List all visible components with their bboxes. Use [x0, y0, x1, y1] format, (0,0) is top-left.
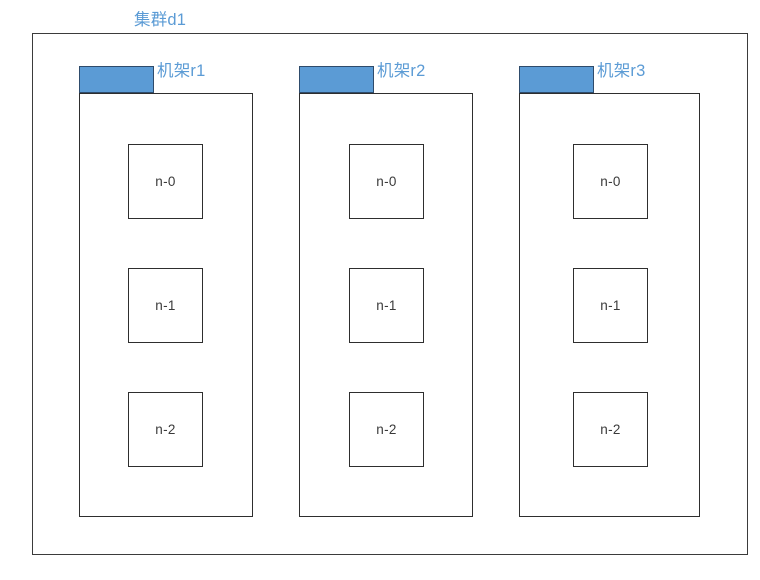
node-box-r1-n2[interactable]: n-2: [128, 392, 203, 467]
cluster-label: 集群d1: [134, 11, 187, 29]
node-box-r2-n0[interactable]: n-0: [349, 144, 424, 219]
node-label: n-1: [155, 297, 176, 313]
node-box-r3-n2[interactable]: n-2: [573, 392, 648, 467]
node-label: n-2: [600, 421, 621, 437]
rack-header-tab-r3[interactable]: [519, 66, 594, 93]
node-label: n-1: [600, 297, 621, 313]
node-box-r1-n1[interactable]: n-1: [128, 268, 203, 343]
node-box-r2-n1[interactable]: n-1: [349, 268, 424, 343]
node-label: n-0: [600, 173, 621, 189]
rack-header-tab-r2[interactable]: [299, 66, 374, 93]
rack-label-r2: 机架r2: [377, 62, 426, 80]
rack-label-r3: 机架r3: [597, 62, 646, 80]
node-label: n-1: [376, 297, 397, 313]
node-label: n-2: [155, 421, 176, 437]
node-box-r1-n0[interactable]: n-0: [128, 144, 203, 219]
node-box-r3-n0[interactable]: n-0: [573, 144, 648, 219]
rack-label-r1: 机架r1: [157, 62, 206, 80]
node-label: n-0: [376, 173, 397, 189]
node-box-r3-n1[interactable]: n-1: [573, 268, 648, 343]
node-label: n-2: [376, 421, 397, 437]
rack-header-tab-r1[interactable]: [79, 66, 154, 93]
node-box-r2-n2[interactable]: n-2: [349, 392, 424, 467]
node-label: n-0: [155, 173, 176, 189]
